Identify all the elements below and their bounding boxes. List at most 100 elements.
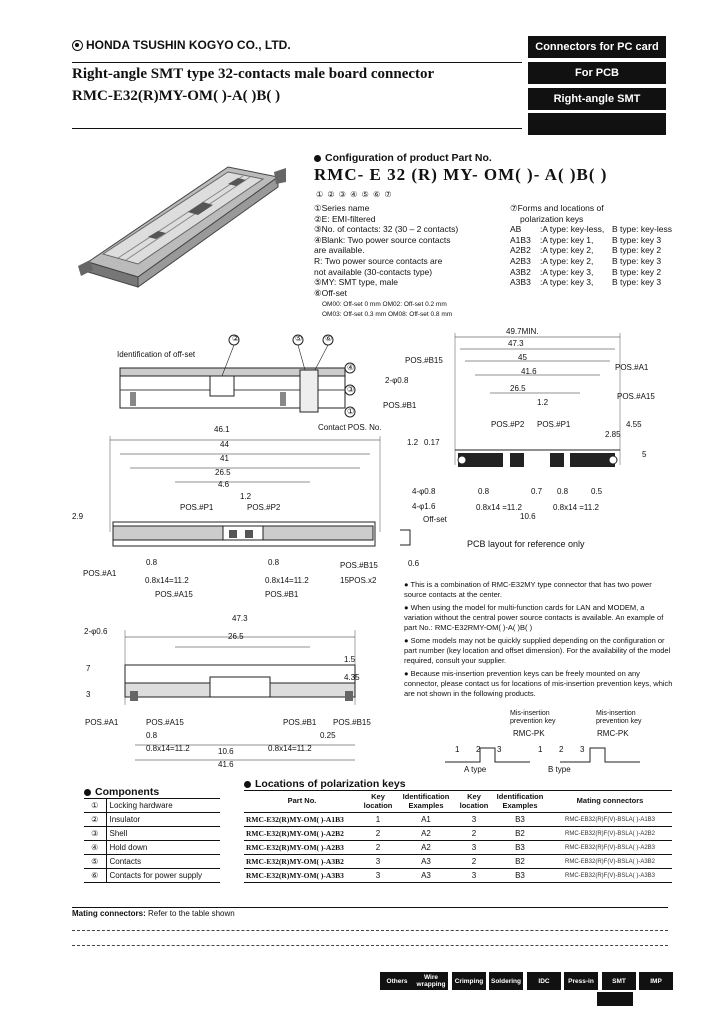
dim-26-5-b: 26.5 (228, 632, 244, 641)
page-subtitle: RMC-E32(R)MY-OM( )-A( )B( ) (72, 88, 281, 104)
blank-line-1 (72, 930, 668, 931)
footer-tab-press-in[interactable]: Press-in (564, 972, 598, 990)
company-logo-icon (72, 39, 83, 51)
note-2: ● When using the model for multi-functio… (404, 603, 664, 632)
key-a-label: Mis-insertion prevention key (510, 710, 556, 725)
key-a-part: RMC-PK (513, 729, 545, 738)
pcb-dim-1-2: 1.2 (537, 398, 549, 407)
pcb-dim-10-6: 10.6 (520, 512, 536, 521)
footer-tab-others[interactable]: Others (380, 972, 414, 990)
polarization-heading: Locations of polarization keys (244, 778, 406, 790)
pcb-label-a15: POS.#A15 (617, 392, 655, 401)
key-form-row: AB:A type: key-less,B type: key-less (510, 224, 672, 235)
pcb-dim-0-8b: 0.8 (557, 487, 569, 496)
key-form-row: A2B3:A type: key 2,B type: key 3 (510, 255, 662, 266)
callout-2: ② (232, 334, 240, 343)
side-view-drawing (124, 630, 356, 761)
footer-tab-imp[interactable]: IMP (639, 972, 673, 990)
pcb-label-b15: POS.#B15 (405, 356, 443, 365)
callout-5: ⑤ (295, 334, 303, 343)
dim-44: 44 (220, 440, 229, 449)
label-pos-b1-b: POS.#B1 (283, 718, 317, 727)
footer-indicator (597, 992, 633, 1006)
pcb-dim-0-6: 0.6 (408, 559, 420, 568)
page-title: Right-angle SMT type 32-contacts male bo… (72, 66, 435, 82)
key-b-part: RMC-PK (597, 729, 629, 738)
col-part-no: Part No. (244, 790, 360, 813)
pcb-label-p2: POS.#P2 (491, 420, 525, 429)
dim-46-1: 46.1 (214, 425, 230, 434)
pcb-dim-2-85: 2.85 (605, 430, 621, 439)
dim-2-9: 2.9 (72, 512, 84, 521)
dim-1-5: 1.5 (344, 655, 356, 664)
footer-tab-smt[interactable]: SMT (602, 972, 636, 990)
category-tag-blank (528, 113, 666, 135)
col-identification-b: Identification Examples (492, 790, 548, 813)
bullet-icon (84, 788, 91, 796)
key-b-2: 2 (559, 745, 564, 754)
header-rule (72, 62, 522, 63)
company-name: HONDA TSUSHIN KOGYO CO., LTD. (72, 38, 291, 52)
callout-3: ③ (347, 385, 355, 394)
components-heading: Components (84, 786, 159, 798)
pcb-dim-4-pads: 4-φ1.6 (412, 502, 436, 511)
label-pos-a1-b: POS.#A1 (85, 718, 119, 727)
dim-4-35: 4.35 (344, 673, 360, 682)
pcb-dim-47-3: 47.3 (508, 339, 524, 348)
col-key-location-a: Key location (360, 790, 396, 813)
category-tag-smt: Right-angle SMT (528, 88, 666, 110)
key-a-3: 3 (497, 745, 502, 754)
pcb-dim-0-17: 0.17 (424, 438, 440, 447)
dim-10-6: 10.6 (218, 747, 234, 756)
note-4: ● Because mis-insertion prevention keys … (404, 669, 673, 698)
bullet-icon (244, 780, 251, 788)
col-key-location-b: Key location (456, 790, 492, 813)
dim-0-8-b: 0.8 (146, 731, 158, 740)
front-view-drawing (119, 334, 356, 418)
bullet-icon (314, 154, 321, 162)
key-a-1: 1 (455, 745, 460, 754)
footer-tab-wire-wrapping[interactable]: Wire wrapping (414, 972, 448, 990)
top-view-drawing (109, 436, 381, 547)
footer-tab-soldering[interactable]: Soldering (489, 972, 523, 990)
dim-1-2: 1.2 (240, 492, 252, 501)
dim-4-6: 4.6 (218, 480, 230, 489)
pcb-layout-drawing (400, 333, 621, 546)
pcb-dim-0-7: 0.7 (531, 487, 543, 496)
dim-pitch-a-b: 0.8x14=11.2 (146, 744, 190, 753)
polarization-table: Part No. Key location Identification Exa… (244, 790, 672, 883)
callout-6: ⑥ (325, 334, 333, 343)
label-pos-a1: POS.#A1 (83, 569, 117, 578)
part-number-index: ① ② ③ ④ ⑤ ⑥ ⑦ (316, 190, 393, 199)
dim-41-6: 41.6 (218, 760, 234, 769)
pcb-dim-4-55: 4.55 (626, 420, 642, 429)
key-b-label: Mis-insertion prevention key (596, 710, 642, 725)
footer-tab-idc[interactable]: IDC (527, 972, 561, 990)
note-3: ● Some models may not be quickly supplie… (404, 636, 671, 665)
dim-pitch-left: 0.8x14=11.2 (145, 576, 189, 585)
pcb-label-b1: POS.#B1 (383, 401, 417, 410)
identification-label: Identification of off-set (117, 350, 196, 359)
label-pos-b1: POS.#B1 (265, 590, 299, 599)
key-type-diagram (445, 747, 640, 763)
pcb-dim-0-5: 0.5 (591, 487, 603, 496)
pcb-dim-49-7: 49.7MIN. (506, 327, 539, 336)
mating-rule (72, 907, 668, 908)
config-heading: Configuration of product Part No. (314, 152, 492, 164)
key-b-1: 1 (538, 745, 543, 754)
key-form-row: A3B2:A type: key 3,B type: key 2 (510, 266, 662, 277)
notes-list: ● This is a combination of RMC-E32MY typ… (404, 580, 674, 699)
footer-tab-crimping[interactable]: Crimping (452, 972, 486, 990)
pcb-dim-0-8: 0.8 (478, 487, 490, 496)
col-identification-a: Identification Examples (396, 790, 456, 813)
pcb-dim-hole: 2-φ0.8 (385, 376, 409, 385)
pcb-dim-45: 45 (518, 353, 527, 362)
